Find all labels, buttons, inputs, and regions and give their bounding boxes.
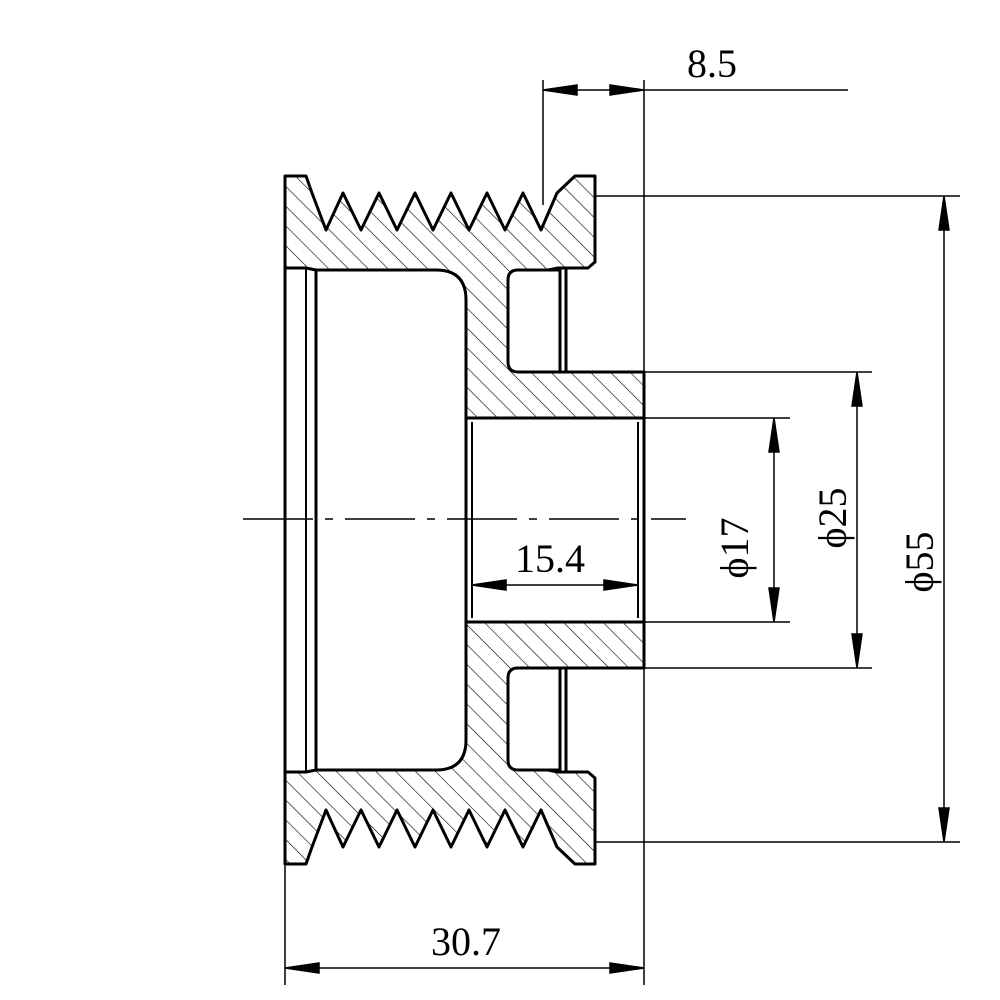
- lower-section-body: [283, 620, 646, 866]
- upper-section-body: [283, 174, 646, 420]
- dim-overall-width: 30.7: [431, 919, 501, 964]
- dim-bore-length: 15.4: [515, 536, 585, 581]
- dim-outer-diameter: ϕ55: [897, 531, 942, 592]
- dim-hub-offset: 8.5: [687, 41, 737, 86]
- extension-lines: [284, 80, 960, 985]
- dim-hub-diameter: ϕ25: [810, 487, 855, 548]
- dimension-lines: [284, 84, 950, 974]
- lower-groove-recess: [506, 666, 562, 772]
- dim-bore-diameter: ϕ17: [712, 517, 757, 578]
- upper-groove-recess: [506, 268, 562, 374]
- bore: [464, 416, 646, 624]
